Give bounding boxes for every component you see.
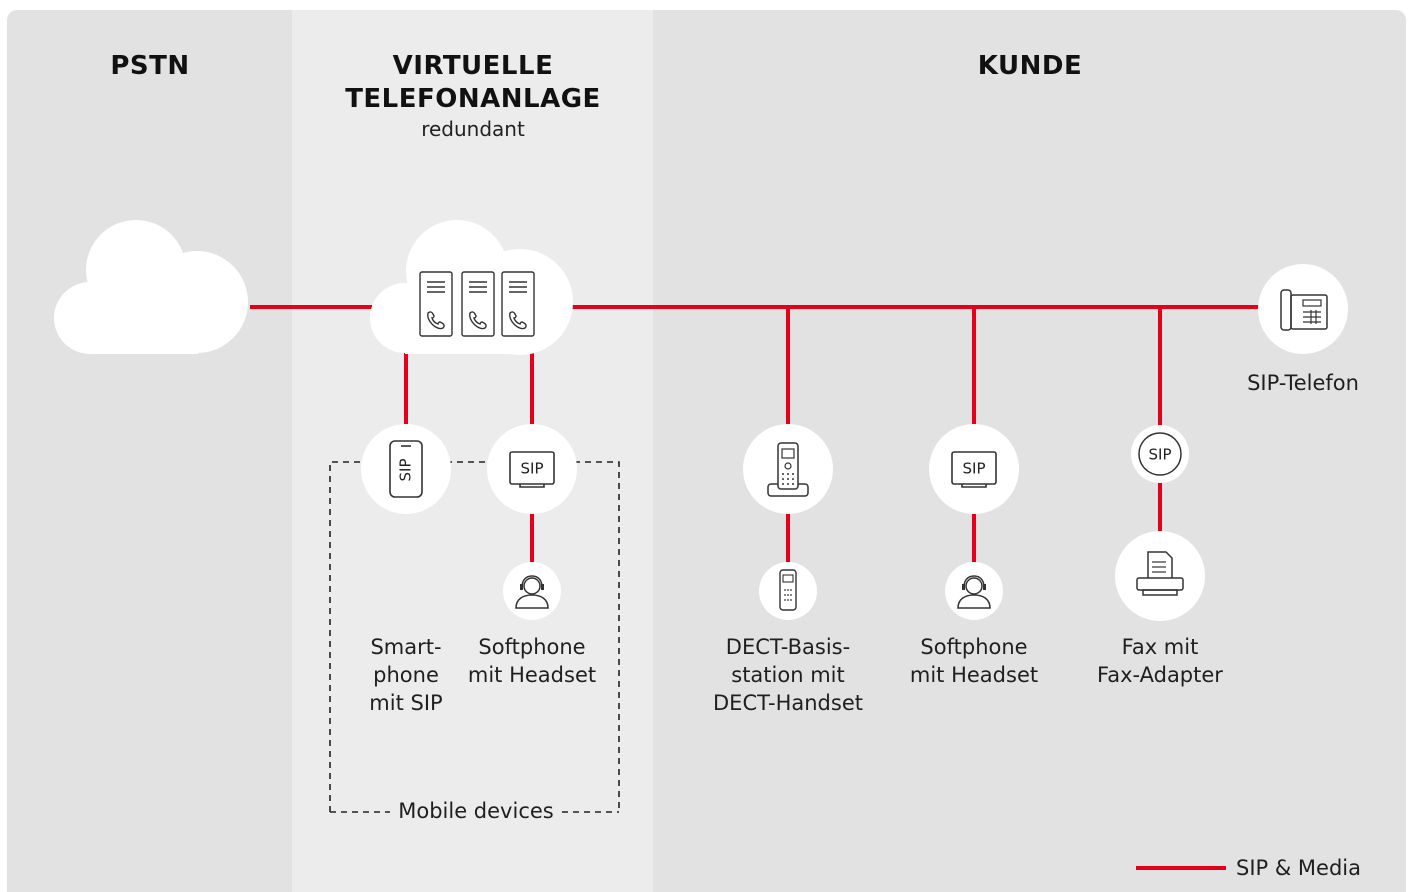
sip-telefon-label-line1: SIP-Telefon (1247, 371, 1359, 395)
fax-sip-adapter-icon: SIP (1131, 425, 1189, 483)
headset-kunde-icon (945, 562, 1003, 620)
dect-base-station-icon (743, 424, 833, 514)
smartphone-label-line3: mit SIP (369, 691, 443, 715)
mobile-devices-label: Mobile devices (398, 799, 554, 823)
softphone-mobile-label: Softphone mit Headset (462, 633, 602, 689)
legend-label: SIP & Media (1236, 856, 1361, 880)
server-icon (419, 271, 453, 337)
smartphone-label-line2: phone (373, 663, 439, 687)
headset-mobile-icon (503, 562, 561, 620)
smartphone-sip-icon: SIP (361, 424, 451, 514)
zone-pbx-panel (292, 10, 653, 892)
dect-label-line2: station mit (731, 663, 845, 687)
zone-pbx-title-line2: TELEFONANLAGE (345, 84, 601, 114)
zone-pstn-title: PSTN (110, 51, 190, 81)
fax-machine-icon (1115, 531, 1205, 621)
softphone-kunde-monitor-icon: SIP (929, 424, 1019, 514)
softphone-mobile-sip-text: SIP (521, 460, 544, 478)
softphone-kunde-label-line1: Softphone (920, 635, 1028, 659)
sip-telefon-icon (1258, 264, 1348, 354)
softphone-kunde-label-line2: mit Headset (909, 663, 1039, 687)
pstn-cloud-icon (54, 220, 248, 354)
zone-pbx-subtitle: redundant (421, 117, 525, 141)
pbx-server-icons (419, 271, 535, 337)
dect-handset-icon (759, 562, 817, 620)
softphone-kunde-sip-text: SIP (963, 460, 986, 478)
smartphone-label-line1: Smart- (370, 635, 442, 659)
fax-label-line2: Fax-Adapter (1097, 663, 1223, 687)
dect-label-line1: DECT-Basis- (725, 635, 851, 659)
mobile-devices-box (329, 461, 620, 813)
dect-label-line3: DECT-Handset (713, 691, 863, 715)
softphone-mobile-monitor-icon: SIP (487, 424, 577, 514)
softphone-kunde-label: Softphone mit Headset (904, 633, 1044, 689)
softphone-mobile-label-line1: Softphone (478, 635, 586, 659)
fax-adapter-sip-text: SIP (1149, 446, 1172, 464)
zone-pbx-title-line1: VIRTUELLE (392, 51, 554, 81)
fax-label-line1: Fax mit (1121, 635, 1199, 659)
sip-media-lines (250, 305, 1262, 566)
server-icon (461, 271, 495, 337)
server-icon (501, 271, 535, 337)
dect-label: DECT-Basis- station mit DECT-Handset (698, 633, 878, 717)
sip-telefon-label: SIP-Telefon (1228, 369, 1378, 397)
smartphone-sip-text: SIP (397, 459, 415, 482)
fax-label: Fax mit Fax-Adapter (1090, 633, 1230, 689)
smartphone-label: Smart- phone mit SIP (346, 633, 466, 717)
zone-pstn-panel (7, 10, 292, 892)
zone-kunde-title: KUNDE (977, 51, 1083, 81)
softphone-mobile-label-line2: mit Headset (467, 663, 597, 687)
